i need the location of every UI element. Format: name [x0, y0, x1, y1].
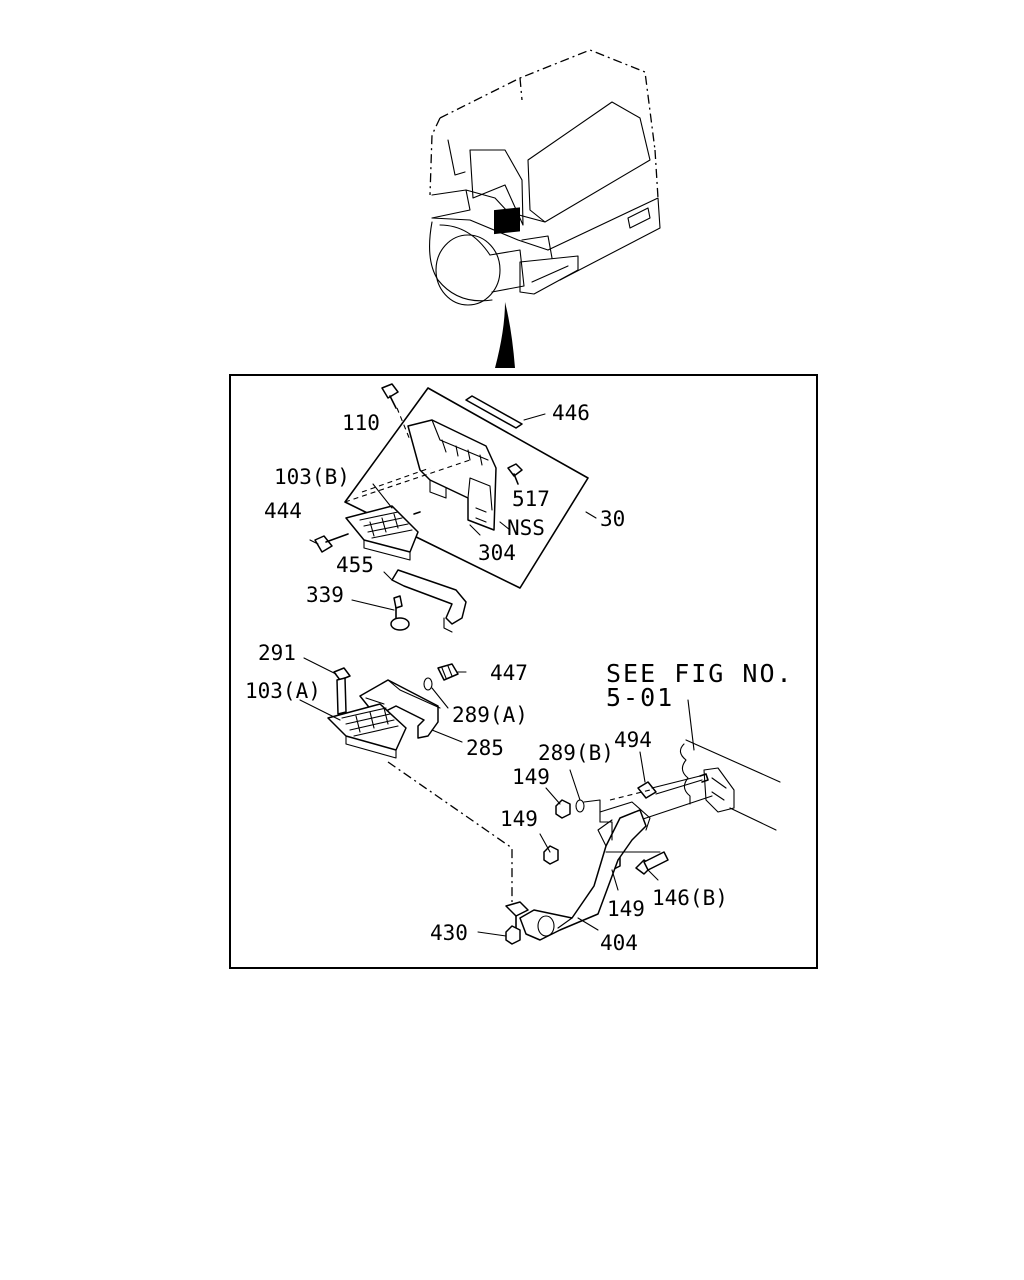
part-494-bolt	[637, 773, 709, 799]
detail-frame	[229, 374, 818, 969]
part-291-bolt	[333, 667, 351, 715]
part-289a-washer	[423, 677, 433, 691]
part-447-bolt	[437, 663, 459, 681]
label-285: 285	[466, 736, 504, 760]
label-447: 447	[490, 661, 528, 685]
part-149-nut-b	[543, 845, 559, 865]
part-labels: 110 446 103(B) 517 30 NSS 444 304 455 33…	[245, 401, 794, 955]
label-304: 304	[478, 541, 516, 565]
part-110-bolt	[381, 383, 399, 409]
label-444: 444	[264, 499, 302, 523]
label-149-a: 149	[512, 765, 550, 789]
label-494: 494	[614, 728, 652, 752]
part-30-housing	[407, 419, 497, 531]
part-446-strip	[465, 395, 523, 429]
label-430: 430	[430, 921, 468, 945]
label-30: 30	[600, 507, 625, 531]
label-103b: 103(B)	[274, 465, 350, 489]
part-285-bracket	[359, 679, 441, 739]
label-339: 339	[306, 583, 344, 607]
truck-cab-overview	[429, 49, 661, 368]
part-149-nut-a	[555, 799, 571, 819]
label-289b: 289(B)	[538, 741, 614, 765]
leader-lines	[299, 413, 695, 937]
label-149-b: 149	[500, 807, 538, 831]
label-291: 291	[258, 641, 296, 665]
upper-step-assembly	[314, 383, 589, 633]
part-404-stay	[519, 799, 661, 941]
reference-note-line1: SEE FIG NO.	[606, 659, 794, 688]
part-304-pin	[413, 511, 421, 515]
frame-rail	[679, 739, 781, 831]
part-289b-washer	[575, 799, 585, 813]
reference-note-line2: 5-01	[606, 683, 674, 712]
part-339-clip	[390, 595, 410, 631]
label-455: 455	[336, 553, 374, 577]
label-404: 404	[600, 931, 638, 955]
part-103a-step	[327, 703, 407, 759]
label-149-c: 149	[607, 897, 645, 921]
label-146b: 146(B)	[652, 886, 728, 910]
part-517-bolt	[507, 463, 523, 485]
part-146b-bolt	[635, 851, 669, 875]
part-455-bracket	[391, 569, 467, 633]
part-103b-step	[345, 505, 419, 561]
lower-step-assembly	[327, 663, 781, 945]
label-nss: NSS	[507, 516, 545, 540]
label-446: 446	[552, 401, 590, 425]
label-517: 517	[512, 487, 550, 511]
label-103a: 103(A)	[245, 679, 321, 703]
label-110: 110	[342, 411, 380, 435]
part-444-bolt	[314, 533, 349, 553]
part-430-nut	[505, 925, 521, 945]
label-289a: 289(A)	[452, 703, 528, 727]
